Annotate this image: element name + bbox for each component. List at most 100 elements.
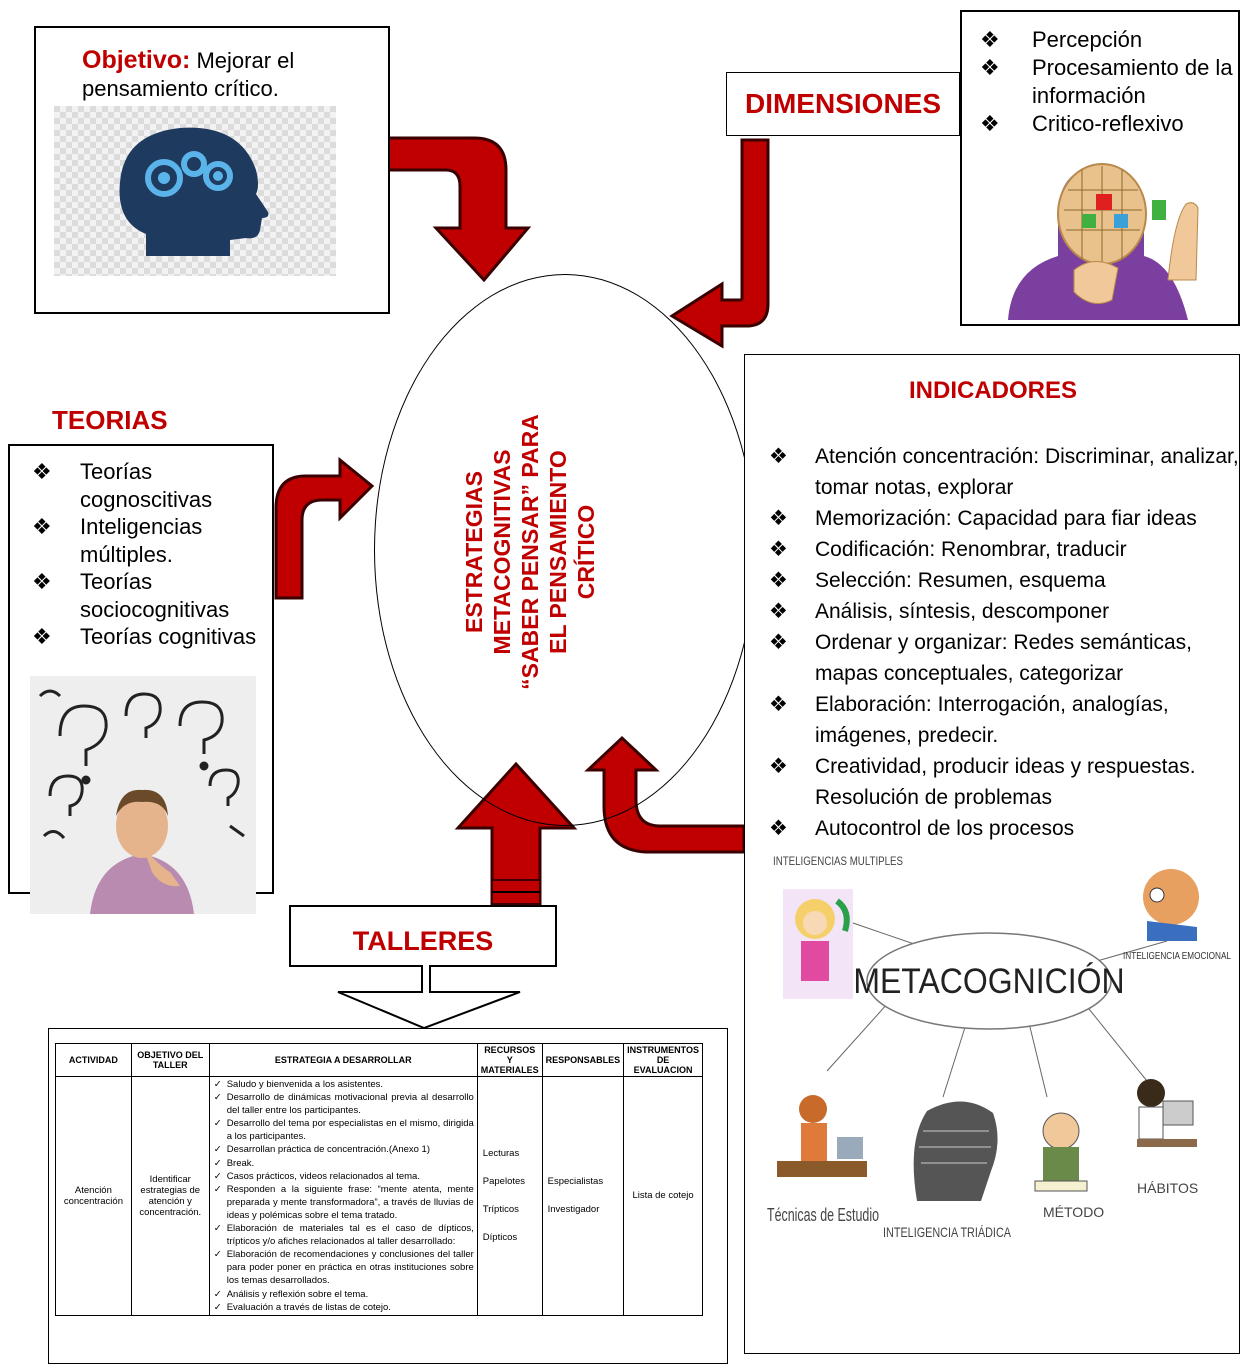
map-node-inteligencia-triadica: INTELIGENCIA TRIÁDICA: [883, 1224, 1012, 1240]
talleres-label: TALLERES: [352, 926, 494, 956]
list-item: Análisis y reflexión sobre el tema.: [213, 1288, 474, 1301]
list-item: ❖Elaboración: Interrogación, analogías, …: [745, 689, 1240, 751]
metacognicion-ellipse: [866, 932, 1112, 1030]
diamond-bullet-icon: ❖: [32, 624, 52, 649]
list-item: Elaboración de materiales tal es el caso…: [213, 1222, 474, 1248]
metacognicion-map: METACOGNICIÓN INTELIGENCIAS MULTIPLES IN…: [767, 841, 1233, 1261]
diamond-bullet-icon: ❖: [769, 538, 788, 561]
diamond-bullet-icon: ❖: [769, 693, 788, 716]
central-title-line-5: CRÍTICO: [572, 505, 599, 600]
diamond-bullet-icon: ❖: [769, 817, 788, 840]
brain-head-image: [54, 106, 336, 276]
list-item: Especialistas: [547, 1175, 604, 1187]
list-item: Desarrollo del tema por especialistas en…: [213, 1117, 474, 1143]
table-header: ESTRATEGIA A DESARROLLAR: [208, 1043, 478, 1077]
table-header: OBJETIVO DEL TALLER: [130, 1043, 210, 1077]
dimensiones-list: ❖Percepción ❖Procesamiento de la informa…: [962, 26, 1240, 138]
table-header: INSTRUMENTOS DE EVALUACION: [623, 1043, 703, 1077]
objetivo-label: Objetivo:: [82, 46, 191, 74]
list-item: ❖Procesamiento de la información: [980, 55, 1233, 108]
table-header: RECURSOS Y MATERIALES: [476, 1043, 543, 1077]
list-item: ❖Critico-reflexivo: [980, 111, 1184, 136]
list-item: Desarrollo de dinámicas motivacional pre…: [213, 1091, 474, 1117]
word-head-illustration: [913, 1101, 998, 1201]
central-title: ESTRATEGIAS METACOGNITIVAS “SABER PENSAR…: [461, 414, 599, 690]
table-header: RESPONSABLES: [541, 1043, 625, 1077]
list-item: Dípticos: [482, 1231, 518, 1243]
list-item: ❖Codificación: Renombrar, traducir: [745, 534, 1240, 565]
list-item: Papelotes: [482, 1175, 526, 1187]
map-node-habitos: HÁBITOS: [1137, 1180, 1198, 1196]
list-item: ❖Inteligencias múltiples.: [32, 514, 203, 567]
table-cell-recursos: Lecturas Papelotes Trípticos Dípticos: [476, 1076, 543, 1316]
table-header: ACTIVIDAD: [55, 1043, 132, 1077]
list-item: Break.: [213, 1157, 474, 1170]
table-cell-actividad: Atención concentración: [55, 1076, 132, 1316]
diamond-bullet-icon: ❖: [980, 27, 1000, 52]
list-item: Saludo y bienvenida a los asistentes.: [213, 1078, 474, 1091]
indicadores-list: ❖Atención concentración: Discriminar, an…: [745, 441, 1240, 844]
map-node-tecnicas-de-estudio: Técnicas de Estudio: [767, 1205, 879, 1225]
arrow-dimensiones: [669, 138, 770, 349]
diamond-bullet-icon: ❖: [32, 569, 52, 594]
list-item: Responden a la siguiente frase: “mente a…: [213, 1183, 474, 1222]
list-item: ❖Selección: Resumen, esquema: [745, 565, 1240, 596]
diamond-bullet-icon: ❖: [980, 111, 1000, 136]
map-center-label: METACOGNICIÓN: [853, 961, 1124, 1001]
indicadores-label: INDICADORES: [908, 377, 1077, 404]
diamond-bullet-icon: ❖: [769, 631, 788, 654]
list-item: ❖Atención concentración: Discriminar, an…: [745, 441, 1240, 503]
list-item: Elaboración de recomendaciones y conclus…: [213, 1248, 474, 1287]
central-title-line-1: ESTRATEGIAS: [461, 471, 487, 633]
list-item: Lecturas: [482, 1147, 520, 1159]
list-item: ❖Teorías sociocognitivas: [32, 569, 230, 622]
map-node-inteligencias-multiples: INTELIGENCIAS MULTIPLES: [773, 854, 903, 868]
table-header-row: ACTIVIDAD OBJETIVO DEL TALLER ESTRATEGIA…: [55, 1043, 703, 1077]
diamond-bullet-icon: ❖: [769, 755, 788, 778]
girl-illustration: [783, 889, 853, 999]
list-item: ❖Teorías cognoscitivas: [32, 459, 213, 512]
table-cell-instrumentos: Lista de cotejo: [623, 1076, 703, 1316]
old-man-illustration: [1034, 1112, 1088, 1192]
list-item: ❖Teorías cognitivas: [32, 624, 257, 649]
list-item: Evaluación a través de listas de cotejo.: [213, 1301, 474, 1314]
head-gears-illustration: [1143, 869, 1199, 941]
thinking-man-image: [30, 676, 256, 914]
list-item: ❖Análisis, síntesis, descomponer: [745, 596, 1240, 627]
table-row: Atención concentración Identificar estra…: [55, 1076, 703, 1316]
objetivo-text: Mejorar el pensamiento crítico.: [82, 48, 295, 101]
puzzle-head-image: [998, 160, 1212, 320]
list-item: Desarrollan práctica de concentración.(A…: [213, 1143, 474, 1156]
list-item: ❖Memorización: Capacidad para fiar ideas: [745, 503, 1240, 534]
list-item: ❖Autocontrol de los procesos: [745, 813, 1240, 844]
computer-user-illustration: [1137, 1079, 1197, 1147]
diamond-bullet-icon: ❖: [980, 55, 1000, 80]
central-title-line-4: EL PENSAMIENTO: [545, 450, 571, 654]
list-item: ❖Ordenar y organizar: Redes semánticas, …: [745, 627, 1240, 689]
map-node-inteligencia-emocional: INTELIGENCIA EMOCIONAL: [1123, 951, 1231, 962]
arrow-objetivo: [386, 136, 532, 283]
list-item: ❖Percepción: [980, 27, 1143, 52]
student-desk-illustration: [777, 1095, 867, 1177]
central-title-line-2: METACOGNITIVAS: [489, 450, 515, 655]
talleres-table-container: ACTIVIDAD OBJETIVO DEL TALLER ESTRATEGIA…: [48, 1028, 728, 1364]
teorias-label: TEORIAS: [52, 405, 168, 435]
diamond-bullet-icon: ❖: [769, 600, 788, 623]
indicadores-box: INDICADORES ❖Atención concentración: Dis…: [744, 354, 1240, 1354]
arrow-teorias: [274, 456, 375, 600]
diamond-bullet-icon: ❖: [769, 569, 788, 592]
table-cell-responsables: Especialistas Investigador: [541, 1076, 625, 1316]
map-node-metodo: MÉTODO: [1043, 1204, 1104, 1220]
arrow-talleres-down: [289, 905, 557, 1030]
diamond-bullet-icon: ❖: [769, 507, 788, 530]
dimensiones-label: DIMENSIONES: [726, 72, 960, 136]
objetivo-text-block: Objetivo: Mejorar el pensamiento crítico…: [82, 46, 372, 103]
list-item: Casos prácticos, videos relacionados al …: [213, 1170, 474, 1183]
table-cell-estrategias: Saludo y bienvenida a los asistentes. De…: [208, 1076, 478, 1316]
diamond-bullet-icon: ❖: [32, 459, 52, 484]
diamond-bullet-icon: ❖: [32, 514, 52, 539]
central-title-line-3: “SABER PENSAR” PARA: [517, 414, 543, 690]
list-item: ❖Creatividad, producir ideas y respuesta…: [745, 751, 1240, 813]
talleres-table: ACTIVIDAD OBJETIVO DEL TALLER ESTRATEGIA…: [55, 1043, 703, 1316]
table-cell-objetivo: Identificar estrategias de atención y co…: [130, 1076, 210, 1316]
